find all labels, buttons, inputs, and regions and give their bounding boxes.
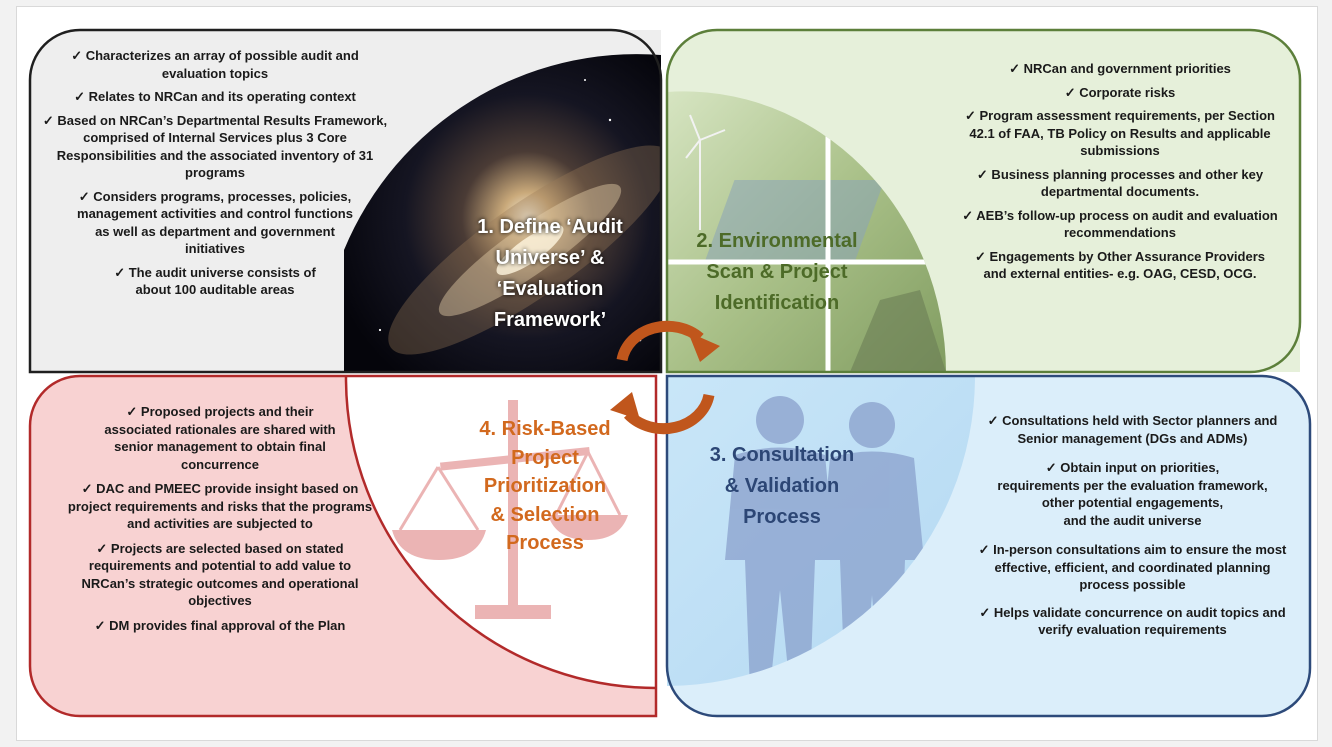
list-item: ✓ Proposed projects and their associated… (104, 404, 336, 472)
list-item: ✓ Corporate risks (1064, 84, 1176, 100)
quadrant-3-shape (665, 374, 1312, 718)
list-item: ✓ Relates to NRCan and its operating con… (74, 89, 356, 104)
list-item: ✓ Program assessment requirements, per S… (964, 108, 1275, 158)
quadrant-2-shape (665, 28, 1302, 374)
quadrant-3-title: 3. Consultation & Validation Process (709, 444, 855, 528)
quadrant-1-shape (28, 28, 663, 374)
list-item: ✓ Consultations held with Sector planner… (987, 413, 1278, 446)
cycle-arrowheads (610, 332, 720, 420)
list-item: ✓ Projects are selected based on stated … (81, 540, 359, 609)
quadrant-3-list: ✓ Consultations held with Sector planner… (960, 412, 1305, 645)
scale-image (392, 400, 628, 619)
list-item: ✓ Business planning processes and other … (976, 166, 1264, 200)
list-item: ✓ The audit universe consists of about 1… (114, 264, 316, 298)
quadrant-1-list: ✓ Characterizes an array of possible aud… (30, 47, 400, 305)
quadrant-4-shape (28, 374, 658, 718)
list-item: ✓ Characterizes an array of possible aud… (71, 48, 359, 81)
list-item: ✓ AEB’s follow-up process on audit and e… (962, 207, 1278, 241)
list-item: ✓ DM provides final approval of the Plan (94, 617, 346, 633)
list-item: ✓ Based on NRCan’s Departmental Results … (42, 112, 388, 181)
list-item: ✓ Considers programs, processes, policie… (77, 188, 353, 257)
quadrant-1-title: 1. Define ‘Audit Universe’ & ‘Evaluation… (477, 216, 623, 331)
list-item: ✓ Engagements by Other Assurance Provide… (974, 248, 1265, 282)
list-item: ✓ NRCan and government priorities (1009, 61, 1231, 76)
list-item: ✓ DAC and PMEEC provide insight based on… (67, 481, 373, 531)
list-item: ✓ Obtain input on priorities, requiremen… (997, 460, 1268, 528)
quadrant-2-title: 2. Environmental Scan & Project Identifi… (696, 230, 858, 314)
quadrant-2-list: ✓ NRCan and government priorities ✓ Corp… (940, 60, 1300, 289)
list-item: ✓ In-person consultations aim to ensure … (978, 542, 1287, 592)
list-item: ✓ Helps validate concurrence on audit to… (979, 604, 1286, 638)
cycle-arrows-icon (616, 320, 715, 435)
quadrant-4-list: ✓ Proposed projects and their associated… (30, 403, 410, 640)
quadrant-4-title: 4. Risk-Based Project Prioritization & S… (479, 418, 611, 554)
